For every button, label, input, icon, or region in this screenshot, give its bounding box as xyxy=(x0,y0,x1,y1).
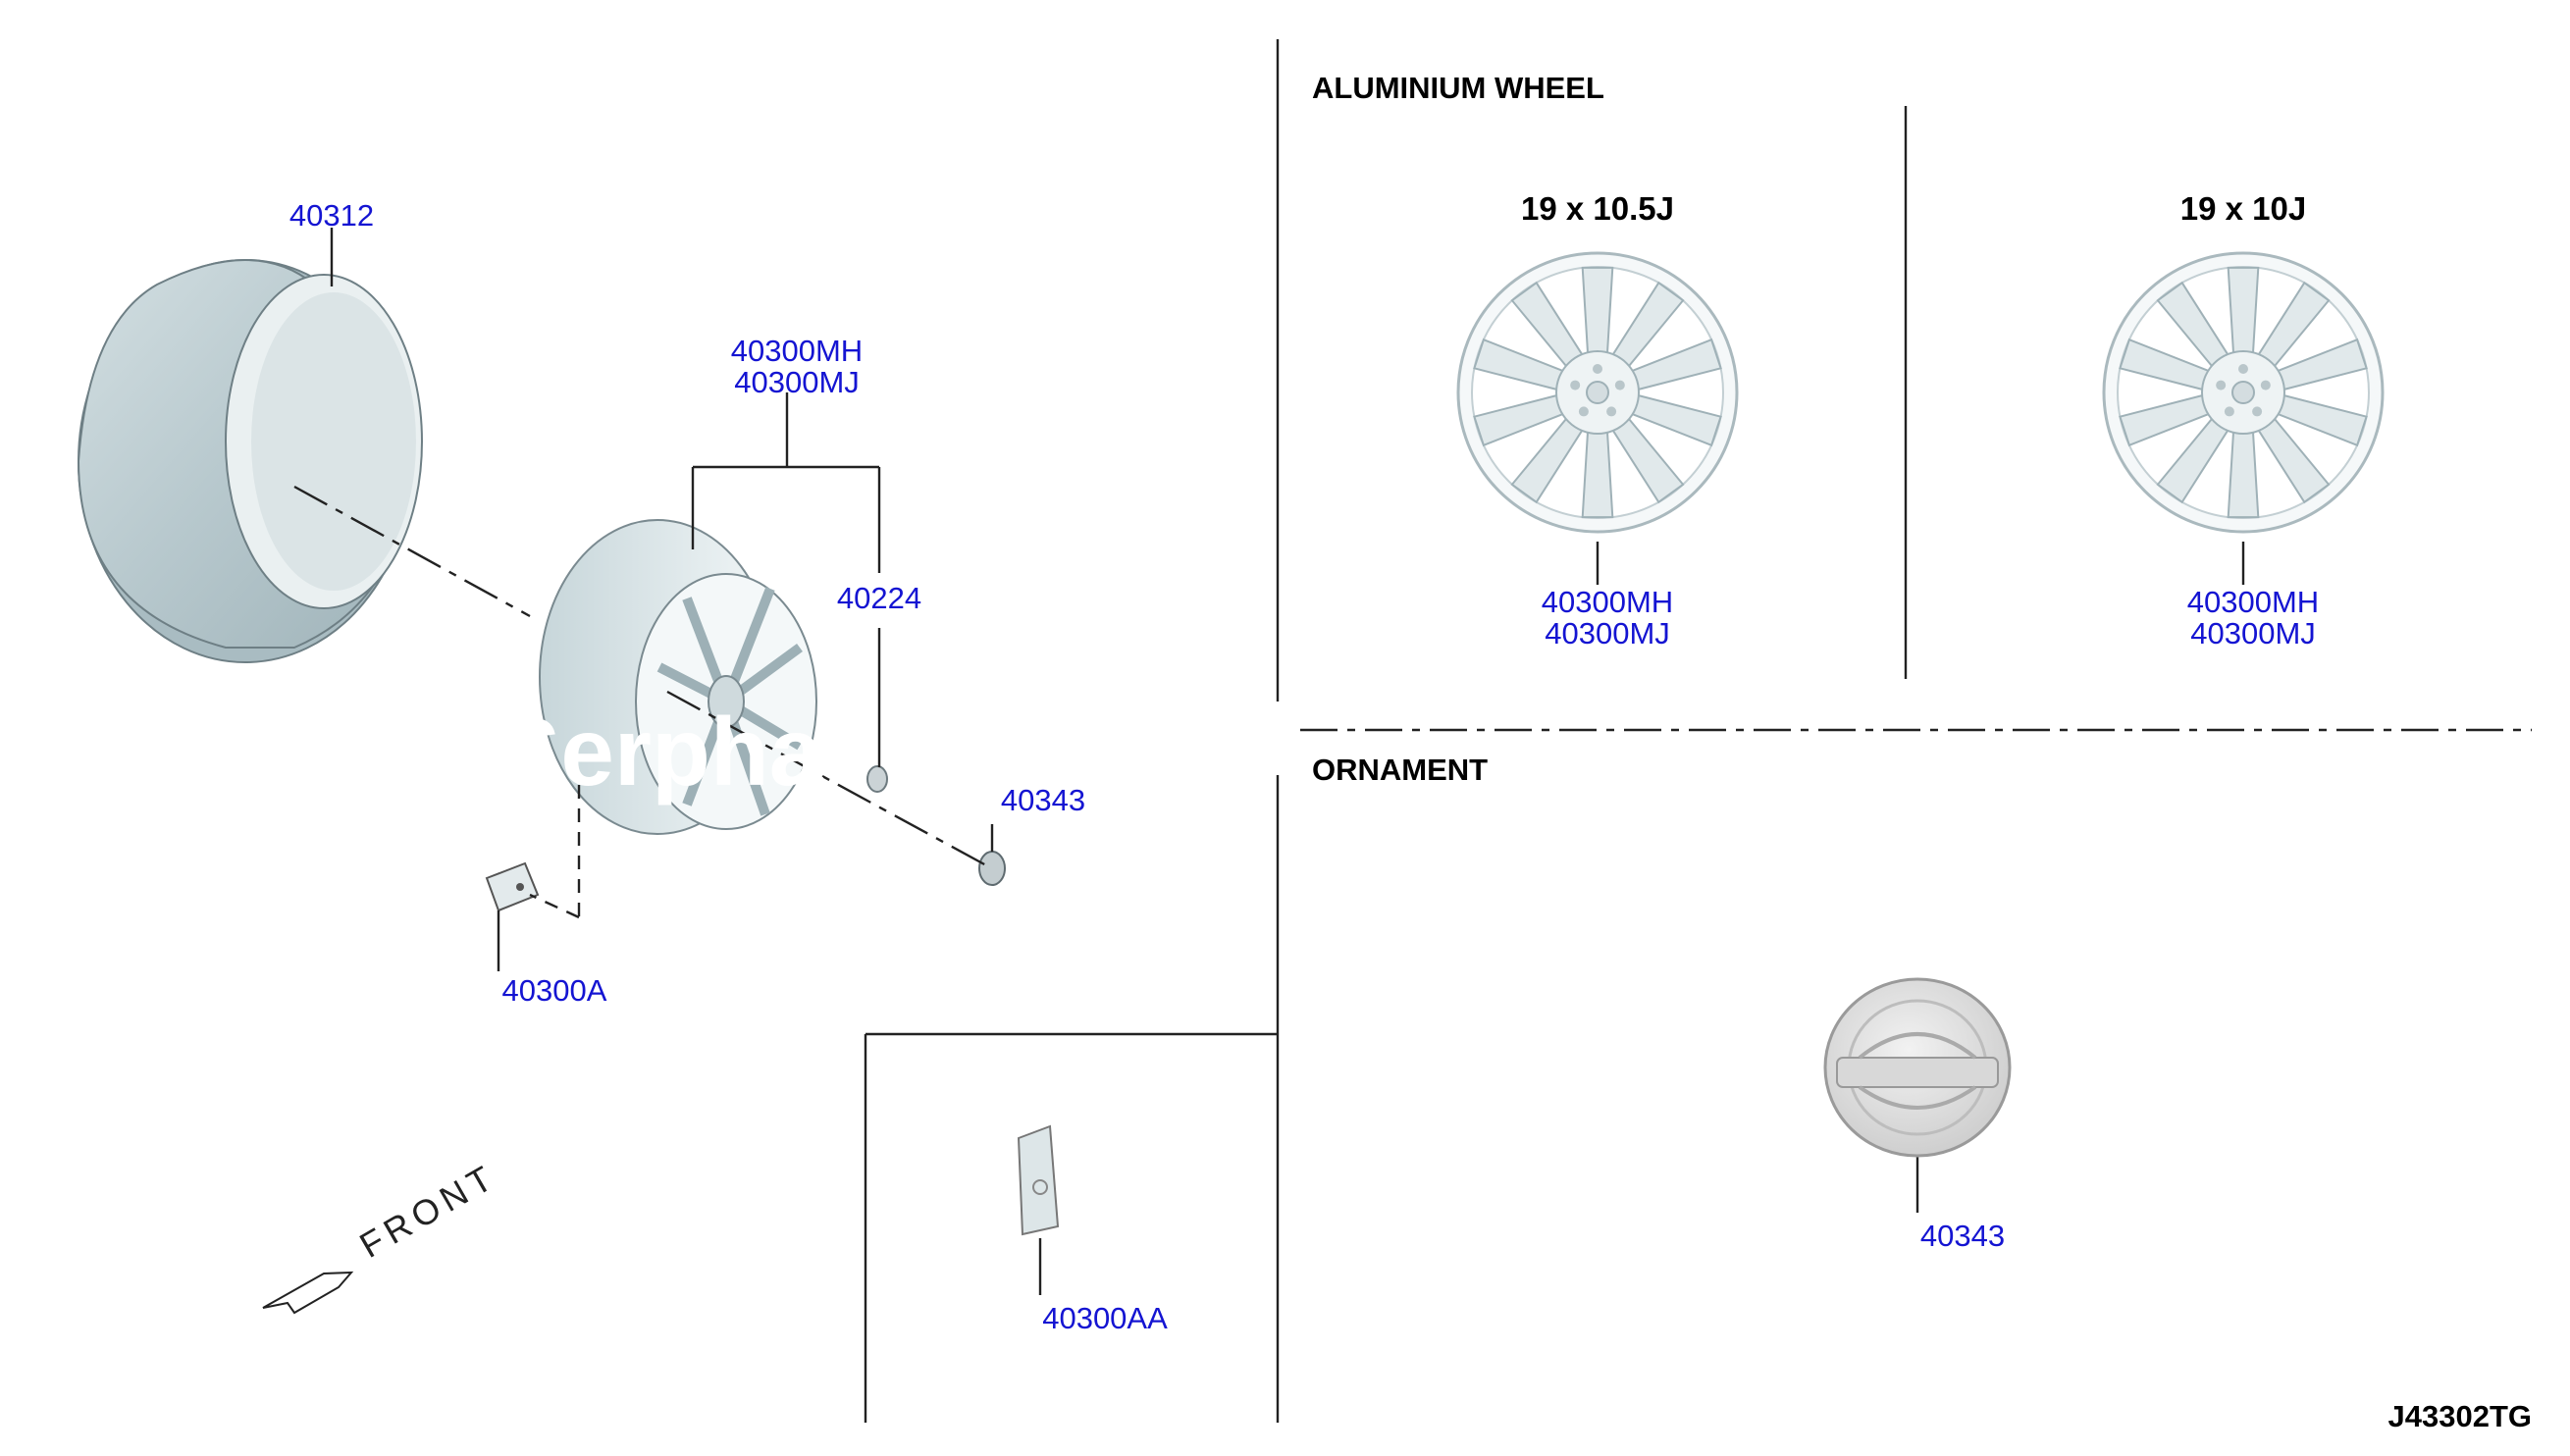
part-number-weight[interactable]: 40300AA xyxy=(1042,1301,1168,1335)
variant-right-part-mj[interactable]: 40300MJ xyxy=(2190,616,2316,650)
part-number-wheel-mj[interactable]: 40300MJ xyxy=(734,365,860,399)
variant-left-part-mj[interactable]: 40300MJ xyxy=(1545,616,1670,650)
ornament-heading: ORNAMENT xyxy=(1312,753,1488,787)
watermark: Serpha xyxy=(497,698,824,806)
sensor-illustration xyxy=(485,861,540,912)
variant-left-part-mh[interactable]: 40300MH xyxy=(1542,585,1673,619)
weight-illustration xyxy=(1017,1124,1060,1236)
part-number-sensor[interactable]: 40300A xyxy=(502,973,607,1008)
variant-wheel-right xyxy=(2102,251,2385,534)
leader-lines xyxy=(330,228,2245,1295)
variant-right-part-mh[interactable]: 40300MH xyxy=(2187,585,2319,619)
wheel-size-left: 19 x 10.5J xyxy=(1521,190,1674,227)
variant-wheels xyxy=(1456,251,2385,534)
part-number-center-cap[interactable]: 40343 xyxy=(1001,783,1085,817)
front-label: FRONT xyxy=(353,1155,504,1265)
tire-illustration xyxy=(77,259,423,663)
aluminium-wheel-heading: ALUMINIUM WHEEL xyxy=(1312,71,1604,105)
section-frames xyxy=(864,39,2532,1423)
wheel-size-right: 19 x 10J xyxy=(2180,190,2306,227)
part-number-tire[interactable]: 40312 xyxy=(289,198,374,233)
center-cap-illustration xyxy=(978,851,1006,886)
variant-wheel-left xyxy=(1456,251,1739,534)
ornament-illustration xyxy=(1823,977,2012,1158)
wheel-illustration xyxy=(539,519,817,835)
part-number-ornament[interactable]: 40343 xyxy=(1920,1219,2005,1253)
valve-illustration xyxy=(866,765,888,793)
part-number-wheel-mh[interactable]: 40300MH xyxy=(731,334,863,368)
exploded-axis-lines xyxy=(293,485,987,919)
front-direction-arrow: FRONT xyxy=(262,1155,504,1315)
part-number-valve[interactable]: 40224 xyxy=(837,581,921,615)
diagram-id: J43302TG xyxy=(2388,1399,2533,1433)
